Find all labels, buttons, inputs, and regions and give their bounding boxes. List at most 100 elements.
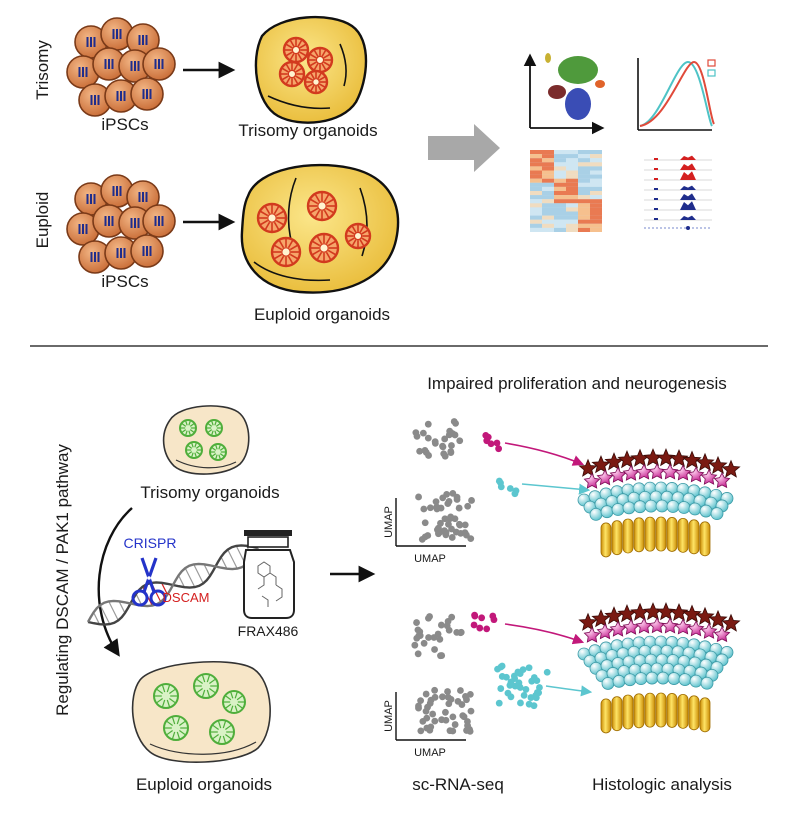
cell-dot — [543, 668, 551, 676]
cyan-cell — [677, 501, 691, 514]
cyan-cell — [600, 505, 614, 519]
cell-dot — [452, 419, 459, 427]
neuron-star — [591, 609, 611, 628]
trisomy-organoid-small — [162, 405, 250, 475]
cell-dot — [455, 504, 463, 512]
cell-dot — [490, 616, 498, 624]
cell-dot — [420, 505, 428, 513]
tissue-layers-top — [577, 448, 741, 558]
genome-tracks-thumbnail — [644, 155, 712, 230]
cyan-cell — [611, 503, 625, 516]
green-rosette — [193, 673, 219, 699]
cell-dot — [446, 427, 454, 435]
yellow-cell — [688, 519, 700, 555]
cell-dot — [456, 521, 464, 529]
cell-dot — [478, 614, 486, 622]
neural-rosette — [278, 60, 306, 88]
umap-axes-bottom — [395, 692, 466, 741]
cell-dot — [520, 691, 528, 699]
ipsc-cluster-euploid — [66, 174, 176, 274]
scatter-group-bottom — [411, 611, 551, 735]
density-curves-thumbnail — [637, 58, 716, 131]
cell-dot — [439, 443, 447, 451]
cell-dot — [506, 681, 514, 689]
stem-cell — [126, 180, 160, 214]
progenitor-star — [596, 623, 614, 640]
green-rosette — [163, 715, 189, 741]
stem-cell — [130, 77, 164, 111]
euploid-organoid-small — [131, 660, 271, 763]
umap-x-label-top: UMAP — [414, 553, 446, 565]
cell-dot — [463, 531, 470, 539]
genome-track — [644, 193, 712, 201]
cell-dot — [498, 673, 506, 680]
cyan-cell — [601, 677, 615, 690]
cyan-cell — [589, 508, 603, 521]
cell-dot — [449, 727, 457, 735]
cell-dot — [517, 699, 524, 707]
neuron-star — [721, 613, 741, 632]
yellow-cell — [699, 521, 711, 557]
neuron-star — [630, 602, 650, 621]
neuron-star — [604, 452, 624, 471]
umap-y-label-top: UMAP — [383, 506, 395, 538]
cell-dot — [448, 613, 456, 621]
label-dscam: DSCAM — [163, 590, 210, 605]
yellow-cell — [666, 517, 678, 552]
cell-dot — [434, 630, 442, 638]
cell-dot — [414, 650, 422, 658]
progenitor-star — [661, 463, 679, 480]
progenitor-star — [661, 617, 679, 634]
cell-dot — [436, 635, 444, 643]
cell-dot — [437, 621, 445, 629]
cell-dot — [448, 534, 456, 541]
euploid-organoid-yellow — [240, 163, 400, 294]
cell-dot — [413, 432, 421, 440]
label-euploid-organoids: Euploid organoids — [254, 305, 390, 324]
cell-dot — [425, 614, 432, 622]
cell-dot — [530, 702, 538, 710]
progenitor-star — [713, 472, 731, 489]
green-rosette — [209, 443, 227, 461]
cell-dot — [466, 690, 474, 698]
umap-x-label-bottom: UMAP — [414, 747, 446, 759]
cell-dot — [483, 625, 491, 633]
cyan-cell — [666, 500, 680, 513]
cell-dot — [495, 445, 503, 453]
yellow-cell — [655, 516, 667, 552]
cell-dot — [424, 703, 431, 711]
cell-dot — [425, 452, 432, 459]
yellow-cell — [688, 695, 700, 731]
yellow-cell — [622, 694, 634, 730]
progenitor-star — [687, 620, 705, 637]
yellow-cell — [644, 692, 656, 728]
cyan-cell — [623, 673, 637, 687]
progenitor-star — [622, 618, 640, 635]
cell-dot — [413, 619, 420, 626]
progenitor-star — [687, 466, 705, 483]
cell-dot — [456, 437, 464, 445]
cell-dot — [420, 639, 428, 647]
progenitor-star — [713, 626, 731, 643]
progenitor-star — [700, 622, 718, 639]
cell-dot — [449, 713, 457, 721]
cell-dot — [445, 498, 453, 505]
cell-dot — [435, 530, 442, 538]
cell-dot — [440, 450, 448, 458]
cyan-cell — [689, 674, 703, 688]
label-frax486: FRAX486 — [238, 623, 299, 639]
stem-cell — [104, 236, 138, 270]
neuron-star — [578, 612, 598, 631]
cell-dot — [527, 694, 535, 701]
neuron-star — [604, 606, 624, 625]
scatter-group-top — [412, 418, 520, 543]
ipsc-cluster-trisomy — [66, 17, 176, 117]
progenitor-star — [648, 463, 666, 480]
yellow-cell — [622, 518, 634, 554]
neuron-star — [708, 455, 728, 475]
cell-dot — [459, 712, 467, 720]
cyan-cell — [622, 501, 636, 515]
cell-dot — [494, 665, 501, 673]
neuron-star — [721, 459, 741, 478]
cell-dot — [432, 498, 440, 506]
